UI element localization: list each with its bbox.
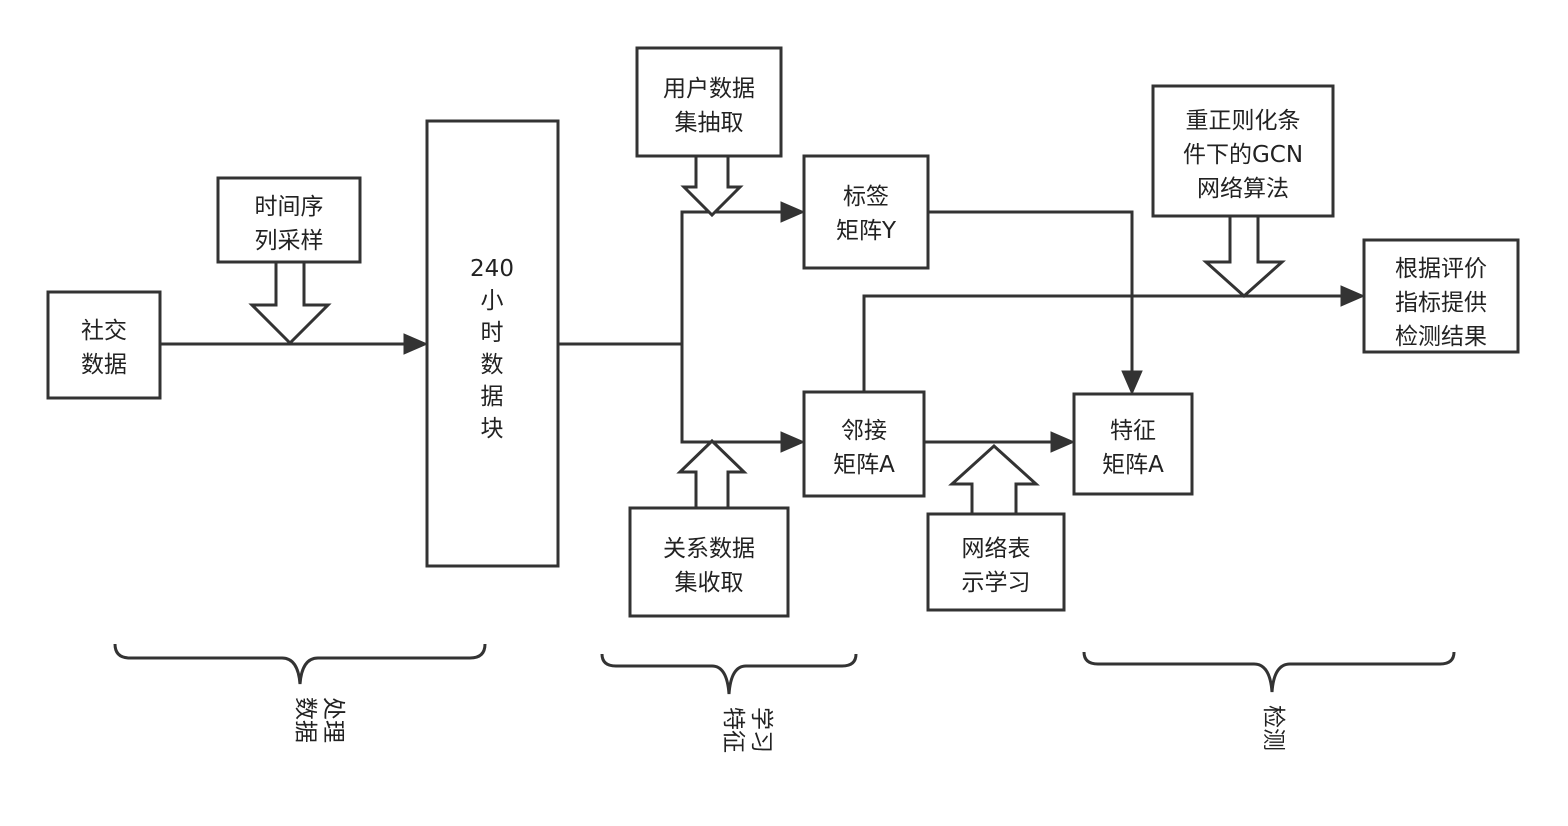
edge-split-to-adjacency — [680, 344, 784, 444]
node-social-data-box — [46, 290, 162, 400]
brace-data-processing — [113, 643, 487, 685]
node-eval-result-line-3: 检测结果 — [1395, 324, 1487, 350]
arrowhead-label — [780, 201, 806, 223]
node-data-block-line-4: 数 — [481, 352, 504, 378]
stage-detection-line-1: 检测 — [1260, 705, 1286, 751]
node-eval-result-line-2: 指标提供 — [1395, 290, 1487, 316]
node-data-block-line-6: 块 — [481, 416, 504, 442]
node-time-series-line-1: 时间序 — [255, 194, 324, 220]
node-user-dataset-line-1: 用户数据 — [663, 76, 755, 102]
edge-label-to-feature — [928, 210, 1134, 372]
node-time-series-line-2: 列采样 — [255, 228, 324, 254]
node-relation-dataset-box — [628, 506, 790, 618]
node-user-dataset-box — [635, 46, 783, 158]
node-social-data-line-1: 社交 — [81, 318, 127, 344]
brace-detection — [1082, 651, 1456, 693]
hollow-arrow-network-repr — [948, 443, 1040, 516]
node-network-repr-box — [926, 512, 1066, 612]
stage-data-processing-line-1: 数据 — [292, 697, 318, 743]
node-time-series-box — [216, 176, 362, 264]
node-data-block-box — [425, 119, 560, 568]
node-label-matrix-box — [802, 154, 930, 270]
node-user-dataset-line-2: 集抽取 — [675, 110, 744, 136]
node-adjacency-matrix-line-2: 矩阵A — [833, 452, 895, 478]
stage-feature-learning-line-2: 学习 — [748, 707, 774, 753]
arrowhead-feature-left — [1050, 431, 1076, 453]
hollow-arrow-user-dataset — [680, 154, 744, 218]
node-adjacency-matrix-line-1: 邻接 — [841, 418, 887, 444]
stage-label-data-processing: 数据 处理 — [292, 697, 346, 743]
node-feature-matrix-line-2: 矩阵A — [1102, 452, 1164, 478]
node-gcn-algo-box — [1151, 84, 1335, 218]
stage-label-feature-learning: 特征 学习 — [720, 707, 774, 753]
node-network-repr-line-1: 网络表 — [962, 536, 1031, 562]
node-eval-result-box — [1362, 238, 1520, 354]
node-feature-matrix-box — [1072, 392, 1194, 496]
stage-data-processing-line-2: 处理 — [320, 697, 346, 743]
arrowhead-feature-top — [1121, 370, 1143, 396]
hollow-arrow-gcn — [1202, 214, 1286, 299]
node-gcn-algo-line-1: 重正则化条 — [1186, 108, 1301, 134]
node-gcn-algo-line-2: 件下的GCN — [1183, 142, 1303, 168]
node-network-repr-line-2: 示学习 — [962, 570, 1031, 596]
stage-label-detection: 检测 — [1260, 705, 1286, 751]
arrowhead-adjacency — [780, 431, 806, 453]
node-data-block-line-1: 240 — [470, 256, 514, 282]
node-data-block-line-2: 小 — [481, 288, 504, 314]
node-label-matrix-line-1: 标签 — [843, 184, 889, 210]
node-data-block-line-5: 据 — [481, 384, 504, 410]
edge-adjacency-to-result — [862, 294, 1344, 392]
stage-feature-learning-line-1: 特征 — [720, 707, 746, 753]
edge-split-to-label — [680, 210, 784, 344]
node-relation-dataset-line-1: 关系数据 — [663, 536, 755, 562]
hollow-arrow-time-series — [248, 260, 332, 346]
node-label-matrix-line-2: 矩阵Y — [836, 218, 897, 244]
node-eval-result-line-1: 根据评价 — [1395, 256, 1487, 282]
arrowhead-result — [1340, 285, 1366, 307]
node-gcn-algo-line-3: 网络算法 — [1197, 176, 1289, 202]
node-social-data-line-2: 数据 — [81, 352, 127, 378]
hollow-arrow-relation-dataset — [676, 438, 748, 510]
brace-feature-learning — [600, 653, 858, 695]
arrowhead-block — [403, 333, 429, 355]
node-adjacency-matrix-box — [802, 390, 926, 498]
node-relation-dataset-line-2: 集收取 — [675, 570, 744, 596]
node-data-block-line-3: 时 — [481, 320, 504, 346]
node-feature-matrix-line-1: 特征 — [1110, 418, 1156, 444]
